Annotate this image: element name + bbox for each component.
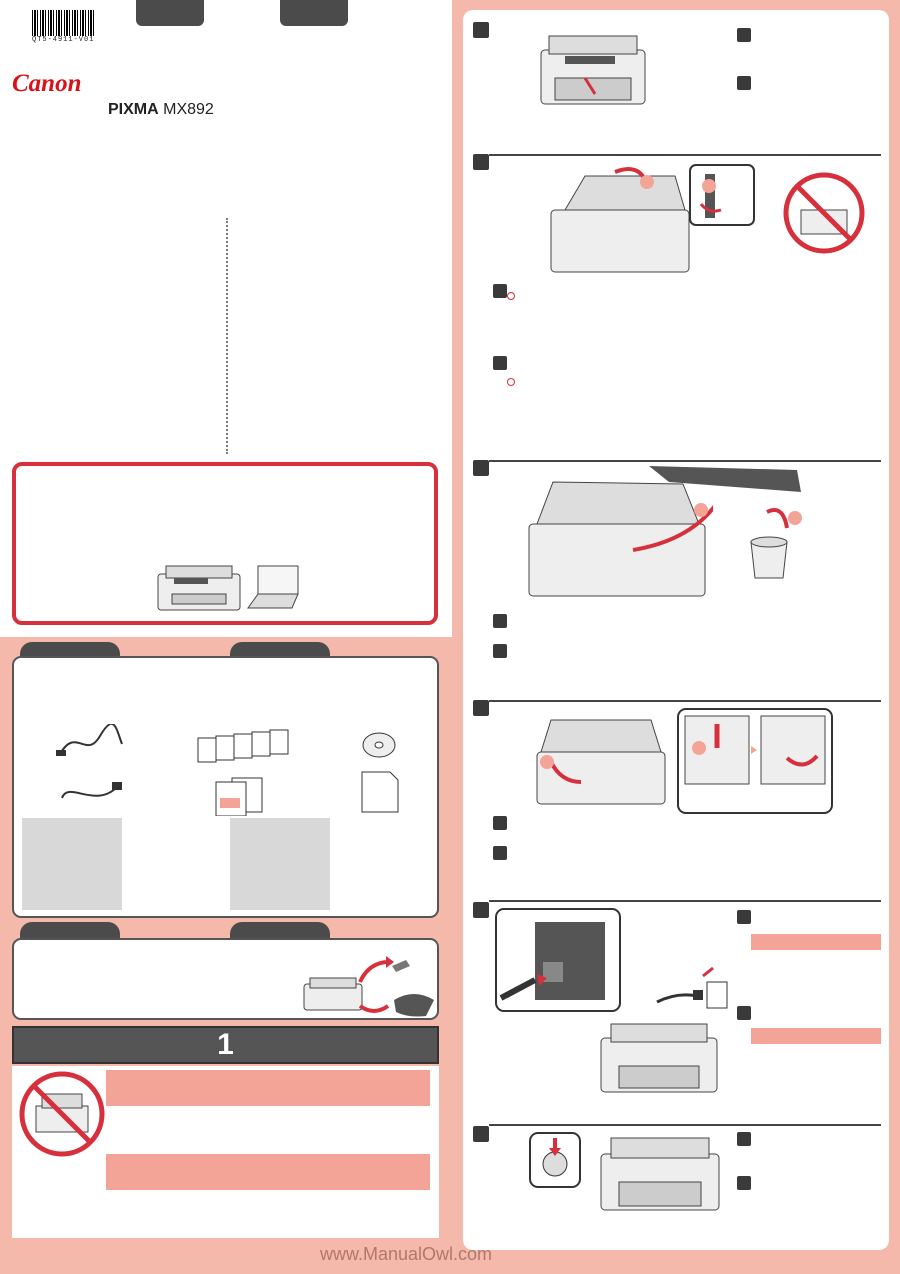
warning-panel [12, 1066, 439, 1238]
info-block-2 [230, 818, 330, 910]
printer-icon [600, 1137, 720, 1211]
printer-icon [600, 1023, 718, 1093]
printer-close-icon [536, 719, 666, 805]
step-marker [493, 846, 507, 860]
info-block-1 [22, 818, 122, 910]
separator [489, 154, 881, 156]
printer-icon [540, 35, 646, 105]
prohibited-icon [507, 378, 515, 386]
step-marker [473, 902, 489, 918]
note-bar-2 [751, 1028, 881, 1044]
step-marker [737, 28, 751, 42]
watermark: www.ManualOwl.com [320, 1244, 493, 1264]
power-cord-inset-icon [495, 908, 621, 1012]
separator [489, 900, 881, 902]
step-marker [473, 700, 489, 716]
separator [489, 460, 881, 462]
note-bar-1 [751, 934, 881, 950]
barcode-text: QT5-4911-V01 [32, 36, 95, 44]
package-contents-panel [12, 656, 439, 918]
step-marker [493, 356, 507, 370]
no-entry-icon [19, 1071, 105, 1157]
manual-icon [215, 777, 263, 816]
remove-packing-panel [12, 938, 439, 1020]
dotted-divider [226, 218, 228, 454]
step-marker [737, 1132, 751, 1146]
manual-icon [361, 771, 399, 813]
separator [489, 700, 881, 702]
cover-panel: QT5-4911-V01 Canon PIXMA MX892 [0, 0, 452, 637]
cable-icon [56, 724, 123, 756]
barcode [32, 10, 96, 36]
detail-inset-icon [677, 708, 833, 814]
step-marker [737, 1176, 751, 1190]
laptop-icon [247, 565, 299, 609]
cable-icon [61, 782, 122, 799]
separator [489, 1124, 881, 1126]
detail-inset-icon [689, 164, 755, 226]
tape-arrow-icon [358, 956, 434, 1017]
step-marker [493, 284, 507, 298]
printer-icon [157, 565, 241, 611]
step-marker [493, 644, 507, 658]
ink-cartridges-icon [197, 729, 289, 763]
warning-bar-2 [106, 1154, 430, 1190]
step-banner: 1 [12, 1026, 439, 1064]
trash-can-icon [750, 508, 802, 579]
warning-bar-1 [106, 1070, 430, 1106]
step-marker [737, 910, 751, 924]
tape-strip-icon [649, 466, 801, 492]
prohibited-icon [507, 292, 515, 300]
printer-open-icon [528, 481, 713, 597]
cd-icon [362, 732, 396, 758]
printer-icon [303, 977, 363, 1011]
power-outlet-icon [656, 966, 728, 1009]
step-marker [473, 460, 489, 476]
connection-box [12, 462, 438, 625]
step-marker [737, 76, 751, 90]
power-button-icon [529, 1132, 581, 1188]
setup-steps-panel [463, 10, 889, 1250]
language-tab-1 [136, 0, 204, 26]
model-title: PIXMA MX892 [108, 101, 214, 118]
step-marker [737, 1006, 751, 1020]
step-marker [493, 614, 507, 628]
no-entry-icon [783, 172, 865, 254]
step-marker [473, 1126, 489, 1142]
step-marker [473, 22, 489, 38]
step-marker [493, 816, 507, 830]
printer-open-icon [550, 167, 690, 273]
step-marker [473, 154, 489, 170]
brand-logo: Canon [12, 70, 82, 97]
language-tab-2 [280, 0, 348, 26]
